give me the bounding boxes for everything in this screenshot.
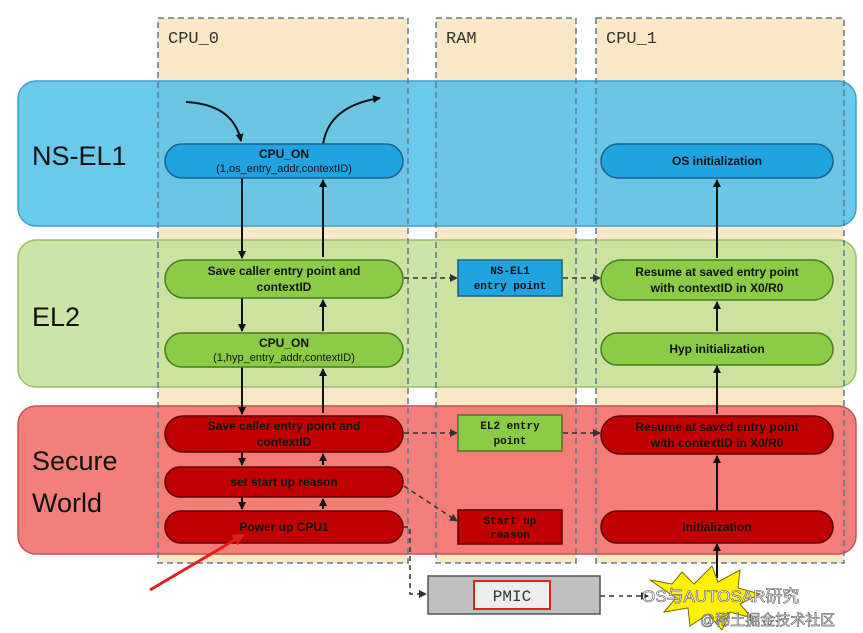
ram-column-title: RAM — [446, 30, 477, 49]
ram-column-border — [435, 17, 577, 564]
cpu1-hyp-init-node: Hyp initialization — [600, 332, 834, 366]
secure-label-line2: World — [32, 488, 102, 518]
watermark: OS与AUTOSAR研究 @稀土掘金技术社区 — [617, 587, 836, 629]
cpu1-resume-el2-line1: Resume at saved entry point — [635, 265, 798, 279]
cpu0-save-el2-node: Save caller entry point and contextID — [164, 259, 404, 299]
dashed-arrow-startup-to-ram — [403, 485, 458, 522]
ram-startup-reason-line1: Start up — [484, 516, 537, 528]
cpu1-initialization-label: Initialization — [682, 520, 751, 534]
cpu1-hyp-init-label: Hyp initialization — [669, 342, 764, 356]
secure-label-line1: Secure — [32, 446, 118, 476]
cpu0-cpu-on-el2-node: CPU_ON (1,hyp_entry_addr,contextID) — [164, 332, 404, 368]
ram-ns-el1-entry-line1: NS-EL1 — [490, 266, 530, 278]
watermark-line1: OS与AUTOSAR研究 — [642, 587, 799, 606]
cpu1-column-border — [595, 17, 845, 564]
cpu0-power-up-label: Power up CPU1 — [239, 520, 329, 534]
cpu1-resume-el2-line2: with contextID in X0/R0 — [650, 281, 784, 295]
ram-startup-reason-line2: reason — [490, 530, 530, 542]
cpu1-initialization-node: Initialization — [600, 510, 834, 544]
cpu0-save-secure-line2: contextID — [257, 435, 312, 449]
red-pointer-arrow — [149, 533, 245, 592]
ram-el2-entry-line1: EL2 entry — [480, 421, 540, 433]
cpu1-resume-secure-line2: with contextID in X0/R0 — [650, 436, 784, 450]
cpu0-column-border — [157, 17, 409, 564]
pmic-label: PMIC — [493, 588, 531, 606]
ram-el2-entry-box: EL2 entry point — [457, 414, 563, 452]
pmic-box: PMIC — [427, 575, 601, 615]
cpu1-column-title: CPU_1 — [606, 30, 657, 49]
cpu0-set-startup-node: set start up reason — [164, 466, 404, 498]
cpu0-set-startup-label: set start up reason — [230, 475, 337, 489]
el2-label: EL2 — [32, 302, 80, 332]
cpu1-resume-secure-node: Resume at saved entry point with context… — [600, 415, 834, 455]
ram-ns-el1-entry-line2: entry point — [474, 281, 547, 293]
cpu0-column-title: CPU_0 — [168, 30, 219, 49]
cpu1-resume-el2-node: Resume at saved entry point with context… — [600, 259, 834, 301]
cpu0-cpu-on-ns-node: CPU_ON (1,os_entry_addr,contextID) — [164, 143, 404, 179]
power-burst-icon — [649, 565, 762, 631]
ram-ns-el1-entry-box: NS-EL1 entry point — [457, 259, 563, 297]
curved-arrow-in — [185, 101, 244, 142]
cpu1-os-init-label: OS initialization — [672, 154, 762, 168]
cpu0-save-el2-line1: Save caller entry point and — [208, 264, 361, 278]
watermark-line2: @稀土掘金技术社区 — [700, 612, 835, 629]
curved-arrow-out — [322, 95, 381, 146]
dashed-arrow-power-to-pmic — [403, 526, 427, 598]
cpu0-save-secure-line1: Save caller entry point and — [208, 419, 361, 433]
cpu0-save-el2-line2: contextID — [257, 280, 312, 294]
cpu1-os-init-node: OS initialization — [600, 143, 834, 179]
ns-el1-label: NS-EL1 — [32, 141, 127, 171]
cpu0-cpu-on-ns-line1: CPU_ON — [259, 147, 309, 161]
wechat-icon — [617, 587, 635, 605]
cpu0-power-up-node: Power up CPU1 — [164, 510, 404, 544]
cpu0-cpu-on-el2-line1: CPU_ON — [259, 336, 309, 350]
cpu0-save-secure-node: Save caller entry point and contextID — [164, 415, 404, 453]
ram-el2-entry-line2: point — [493, 436, 526, 448]
cpu0-cpu-on-ns-line2: (1,os_entry_addr,contextID) — [216, 163, 352, 175]
cpu0-cpu-on-el2-line2: (1,hyp_entry_addr,contextID) — [213, 352, 355, 364]
cpu1-resume-secure-line1: Resume at saved entry point — [635, 420, 798, 434]
ram-startup-reason-box: Start up reason — [457, 509, 563, 545]
